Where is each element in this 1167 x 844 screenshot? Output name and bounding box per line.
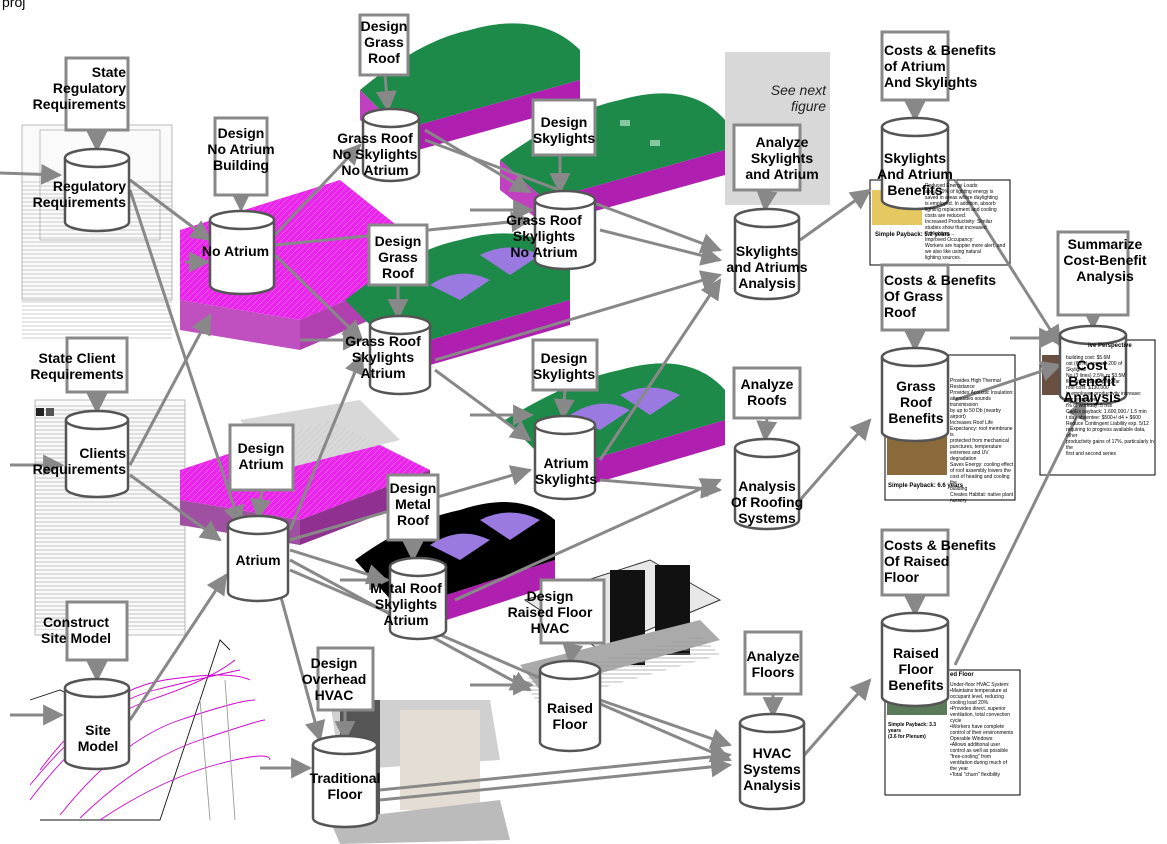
- cost-doc-body: building cost: $5.6M ost (60%): approx. …: [1066, 355, 1154, 457]
- task-costs-benefits-raised-floor: Costs & Benefits Of Raised Floor: [884, 537, 1014, 585]
- task-design-metal-roof: Design Metal Roof: [378, 480, 448, 528]
- raised-floor-benefits-text: Under-floor HVAC System: •Maintains temp…: [950, 682, 1018, 778]
- data-analysis-of-roofing-systems: Analysis Of Roofing Systems: [718, 478, 816, 526]
- data-grass-roof-benefits: Grass Roof Benefits: [876, 378, 956, 426]
- skylights-payback-text: Simple Payback: 5.9 years: [875, 232, 950, 238]
- data-site-model: Site Model: [58, 722, 138, 754]
- task-analyze-floors: Analyze Floors: [740, 648, 806, 680]
- data-grass-roof-no-skylights-no-atrium: Grass Roof No Skylights No Atrium: [320, 130, 430, 178]
- data-grass-roof-skylights-atrium: Grass Roof Skylights Atrium: [330, 333, 436, 381]
- task-design-no-atrium-building: Design No Atrium Building: [195, 125, 287, 173]
- raised-floor-doc-heading: ed Floor: [950, 672, 974, 678]
- task-design-skylights-mid: Design Skylights: [523, 350, 605, 382]
- task-costs-benefits-atrium-skylights: Costs & Benefits of Atrium And Skylights: [884, 42, 1014, 90]
- grass-roof-payback-text: Simple Payback: 6.6 years: [888, 483, 963, 489]
- task-costs-benefits-grass-roof: Costs & Benefits Of Grass Roof: [884, 272, 1014, 320]
- task-design-skylights-top: Design Skylights: [523, 114, 605, 146]
- task-design-grass-roof-mid: Design Grass Roof: [360, 233, 436, 281]
- data-raised-floor-benefits: Raised Floor Benefits: [876, 645, 956, 693]
- task-design-raised-floor-hvac: Design Raised Floor HVAC: [490, 588, 610, 636]
- cost-doc-heading: ive Perspective: [1088, 343, 1132, 349]
- task-design-atrium: Design Atrium: [225, 440, 297, 472]
- task-state-regulatory-requirements: State Regulatory Requirements: [6, 64, 126, 112]
- task-analyze-skylights-atrium: Analyze Skylights and Atrium: [730, 134, 834, 182]
- task-summarize-cost-benefit-analysis: Summarize Cost-Benefit Analysis: [1050, 236, 1160, 284]
- task-analyze-roofs: Analyze Roofs: [734, 376, 800, 408]
- raised-floor-payback-text: Simple Payback: 3.3 years (3.6 for Plenu…: [888, 722, 948, 740]
- skylights-benefits-text: Reduced Energy Loads: about 70% of light…: [925, 183, 1009, 261]
- data-atrium-skylights: Atrium Skylights: [525, 455, 607, 487]
- task-design-overhead-hvac: Design Overhead HVAC: [285, 655, 383, 703]
- data-grass-roof-skylights-no-atrium: Grass Roof Skylights No Atrium: [490, 212, 598, 260]
- data-skylights-atriums-analysis: Skylights and Atriums Analysis: [718, 243, 816, 291]
- data-no-atrium: No Atrium: [188, 243, 283, 259]
- data-regulatory-requirements: Regulatory Requirements: [2, 178, 126, 210]
- task-state-client-requirements: State Client Requirements: [22, 350, 132, 382]
- task-design-grass-roof-top: Design Grass Roof: [345, 18, 423, 66]
- data-metal-roof-skylights-atrium: Metal Roof Skylights Atrium: [358, 580, 454, 628]
- data-hvac-systems-analysis: HVAC Systems Analysis: [730, 745, 814, 793]
- data-clients-requirements: Clients Requirements: [2, 445, 126, 477]
- see-next-figure-note: See next figure: [728, 82, 826, 114]
- task-construct-site-model: Construct Site Model: [20, 614, 132, 646]
- data-traditional-floor: Traditional Floor: [298, 770, 392, 802]
- header-fragment: proj: [2, 0, 25, 10]
- data-raised-floor: Raised Floor: [530, 700, 610, 732]
- data-atrium: Atrium: [218, 552, 298, 568]
